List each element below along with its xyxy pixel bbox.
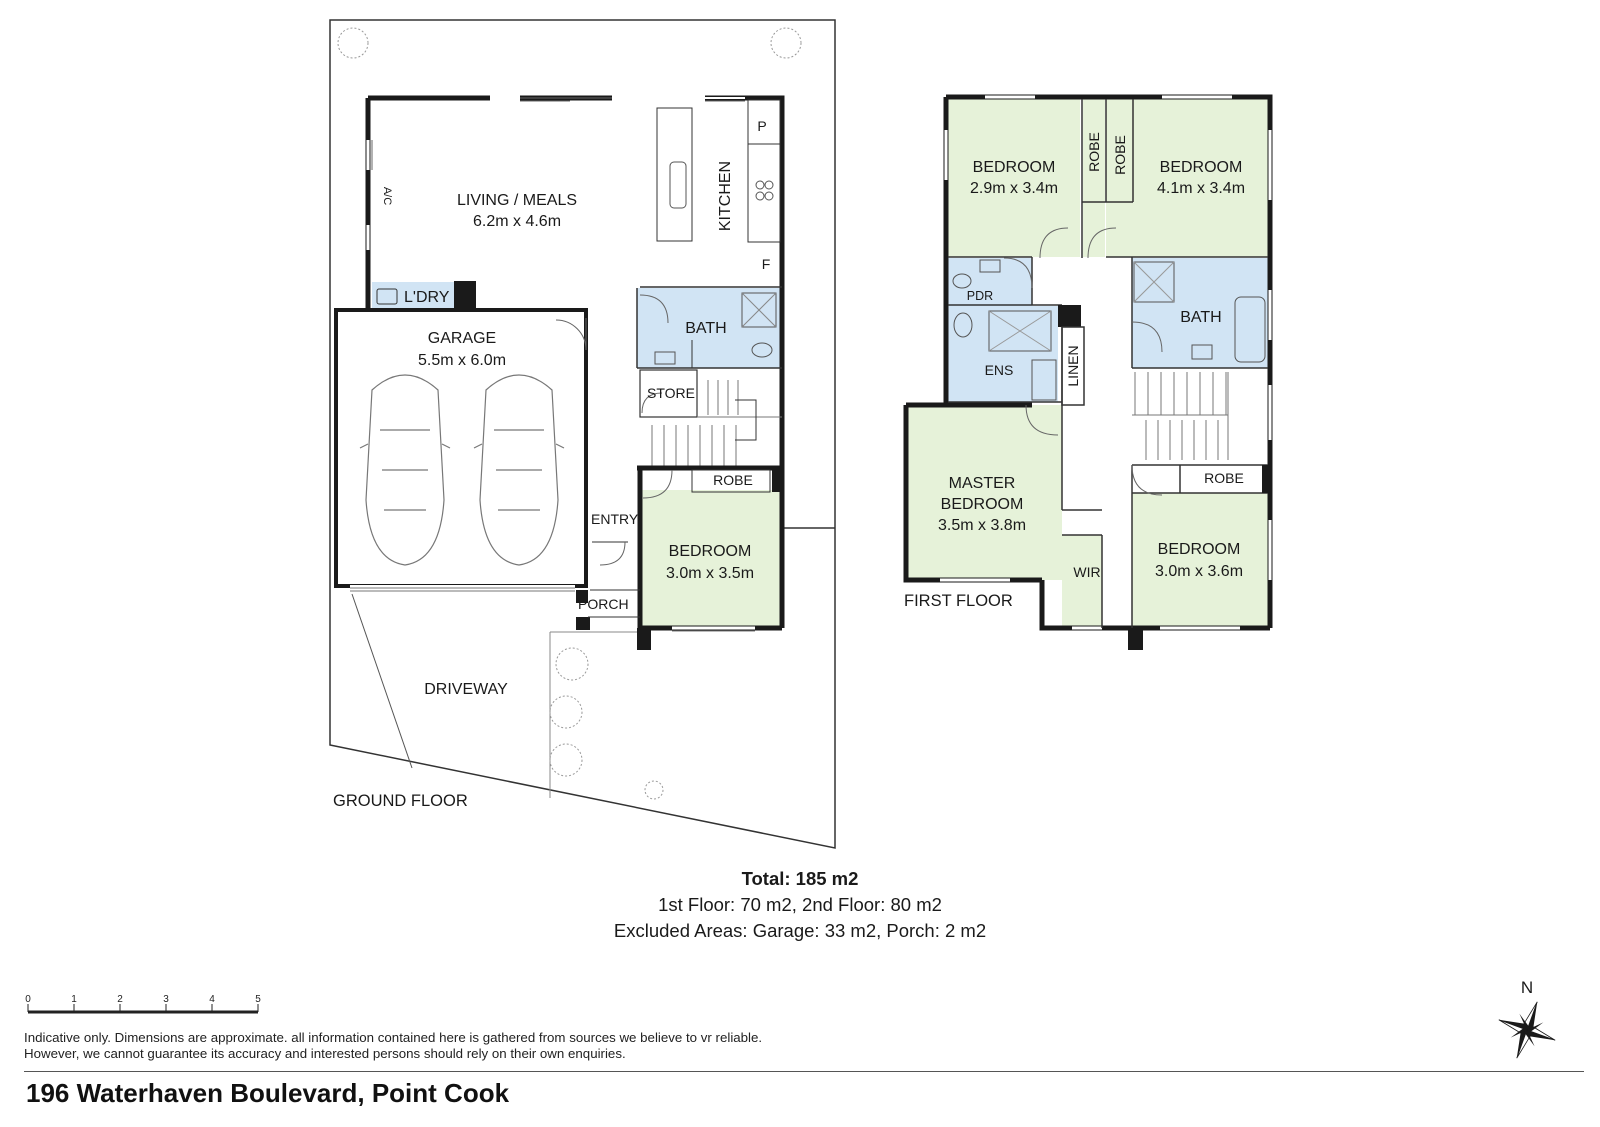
ac-label: A/C [381, 187, 393, 205]
floor-areas: 1st Floor: 70 m2, 2nd Floor: 80 m2 [658, 894, 942, 915]
laundry-fill [372, 282, 454, 310]
master-line2: BEDROOM [941, 496, 1024, 513]
porch-label: PORCH [578, 596, 629, 612]
wir-label: WIR [1073, 564, 1100, 580]
property-address: 196 Waterhaven Boulevard, Point Cook [26, 1078, 510, 1108]
disclaimer-line1: Indicative only. Dimensions are approxim… [24, 1030, 763, 1045]
bedroom-se-dims: 3.0m x 3.6m [1155, 563, 1243, 580]
area-totals: Total: 185 m2 1st Floor: 70 m2, 2nd Floo… [0, 866, 1600, 944]
disclaimer-line2: However, we cannot guarantee its accurac… [24, 1046, 626, 1061]
pantry-label: P [757, 118, 766, 134]
shrub-icon [549, 695, 583, 729]
car-icon [359, 374, 451, 566]
disclaimer: Indicative only. Dimensions are approxim… [24, 1030, 762, 1062]
scale-tick: 1 [71, 994, 77, 1005]
tree-icon [337, 27, 369, 59]
master-dims: 3.5m x 3.8m [938, 517, 1026, 534]
total-area: Total: 185 m2 [741, 868, 859, 889]
robe-se-label: ROBE [1204, 470, 1244, 486]
ens-label: ENS [985, 362, 1014, 378]
bedroom-se-label: BEDROOM [1158, 541, 1241, 558]
kitchen-label: KITCHEN [717, 161, 734, 231]
bedroom-nw-dims: 2.9m x 3.4m [970, 180, 1058, 197]
pdr-label: PDR [967, 289, 993, 303]
store-label: STORE [647, 385, 695, 401]
garage-label: GARAGE [428, 330, 496, 347]
scale-tick: 3 [163, 994, 169, 1005]
shrub-icon [644, 780, 664, 800]
laundry-label: L'DRY [404, 289, 450, 306]
fridge-label: F [762, 256, 771, 272]
living-dims: 6.2m x 4.6m [473, 213, 561, 230]
scale-tick: 5 [255, 994, 261, 1005]
scale-bar: 0 1 2 3 4 5 [25, 994, 261, 1014]
scale-tick: 2 [117, 994, 123, 1005]
linen-label: LINEN [1065, 345, 1081, 386]
scale-tick: 4 [209, 994, 215, 1005]
bedroom-label: BEDROOM [669, 543, 752, 560]
first-floor-label: FIRST FLOOR [904, 592, 1013, 610]
bedroom-fill [640, 490, 780, 628]
shrub-icon [555, 647, 589, 681]
shrub-icon [549, 743, 583, 777]
bedroom-nw-label: BEDROOM [973, 159, 1056, 176]
tree-icon [770, 27, 802, 59]
first-floor-plan: BEDROOM 2.9m x 3.4m BEDROOM 4.1m x 3.4m … [903, 94, 1273, 650]
robe-1-label: ROBE [1086, 132, 1102, 172]
master-line1: MASTER [949, 475, 1016, 492]
bedroom-ne-dims: 4.1m x 3.4m [1157, 180, 1245, 197]
divider [24, 1071, 1584, 1072]
bedroom-ne-label: BEDROOM [1160, 159, 1243, 176]
scale-tick: 0 [25, 994, 31, 1005]
garage-dims: 5.5m x 6.0m [418, 352, 506, 369]
car-icon [473, 374, 565, 566]
driveway-label: DRIVEWAY [424, 681, 508, 698]
ground-floor-label: GROUND FLOOR [333, 792, 468, 810]
robe-label: ROBE [713, 472, 753, 488]
excluded-areas: Excluded Areas: Garage: 33 m2, Porch: 2 … [613, 920, 987, 941]
site-boundary [329, 19, 836, 849]
ground-floor-plan: LIVING / MEALS 6.2m x 4.6m KITCHEN P F A… [329, 19, 836, 849]
robe-2-label: ROBE [1112, 135, 1128, 175]
compass-icon: N [1498, 978, 1556, 1059]
bedroom-dims: 3.0m x 3.5m [666, 565, 754, 582]
bath-ff-label: BATH [1180, 309, 1221, 326]
bath-label: BATH [685, 320, 726, 337]
entry-label: ENTRY [591, 511, 639, 527]
living-label: LIVING / MEALS [457, 192, 577, 209]
north-label: N [1521, 978, 1533, 997]
